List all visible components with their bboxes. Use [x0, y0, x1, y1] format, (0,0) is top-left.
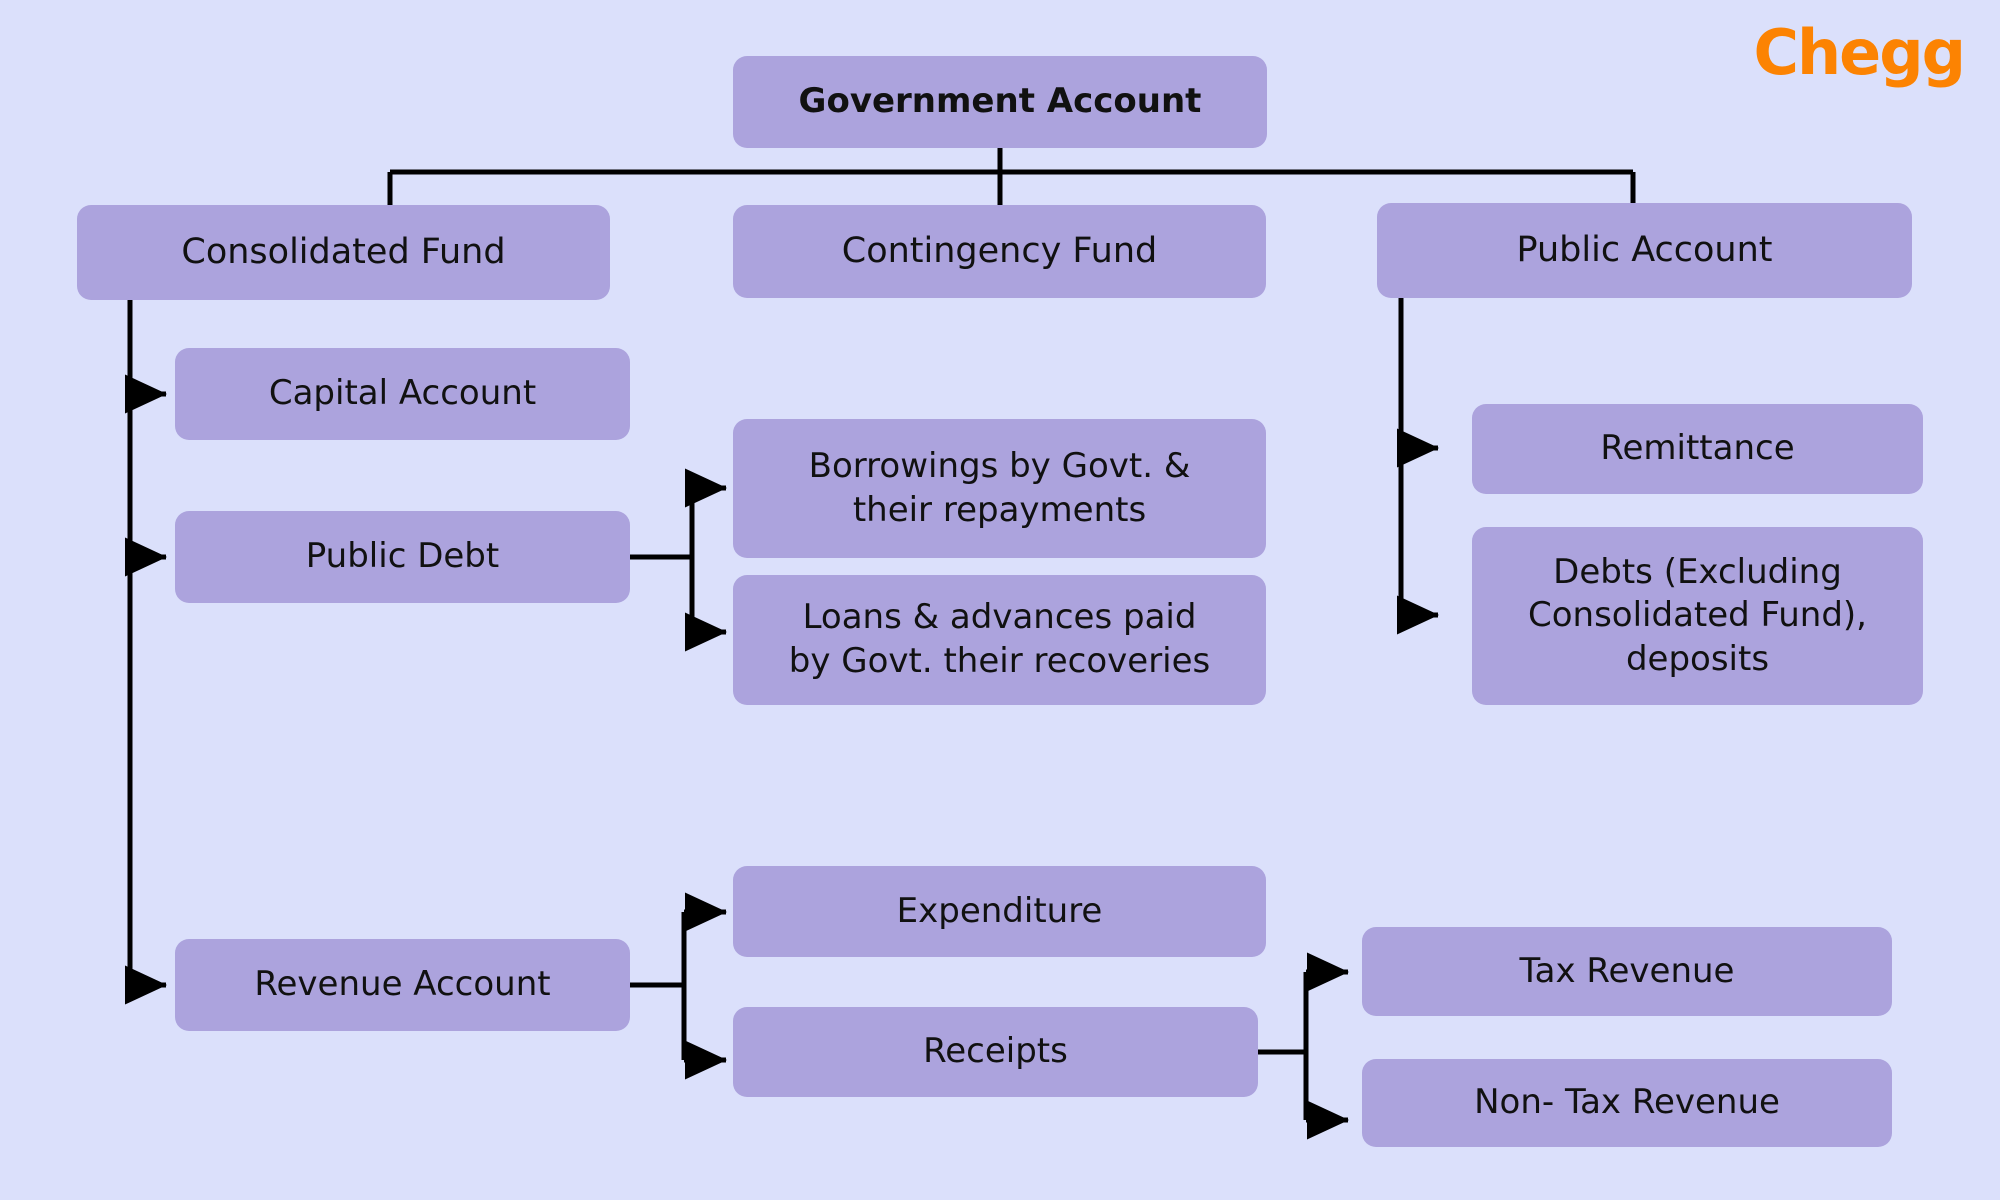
- node-capital-account[interactable]: Capital Account: [175, 348, 630, 440]
- node-receipts[interactable]: Receipts: [733, 1007, 1258, 1097]
- node-revenue-account[interactable]: Revenue Account: [175, 939, 630, 1031]
- node-expenditure[interactable]: Expenditure: [733, 866, 1266, 957]
- node-public-debt[interactable]: Public Debt: [175, 511, 630, 603]
- node-loans-advances[interactable]: Loans & advances paid by Govt. their rec…: [733, 575, 1266, 705]
- node-remittance[interactable]: Remittance: [1472, 404, 1923, 494]
- node-government-account[interactable]: Government Account: [733, 56, 1267, 148]
- node-public-account[interactable]: Public Account: [1377, 203, 1912, 298]
- node-non-tax-revenue[interactable]: Non- Tax Revenue: [1362, 1059, 1892, 1147]
- node-borrowings[interactable]: Borrowings by Govt. & their repayments: [733, 419, 1266, 558]
- node-consolidated-fund[interactable]: Consolidated Fund: [77, 205, 610, 300]
- node-tax-revenue[interactable]: Tax Revenue: [1362, 927, 1892, 1016]
- node-contingency-fund[interactable]: Contingency Fund: [733, 205, 1266, 298]
- chegg-logo: Chegg: [1753, 16, 1966, 89]
- node-debts-deposits[interactable]: Debts (Excluding Consolidated Fund), dep…: [1472, 527, 1923, 705]
